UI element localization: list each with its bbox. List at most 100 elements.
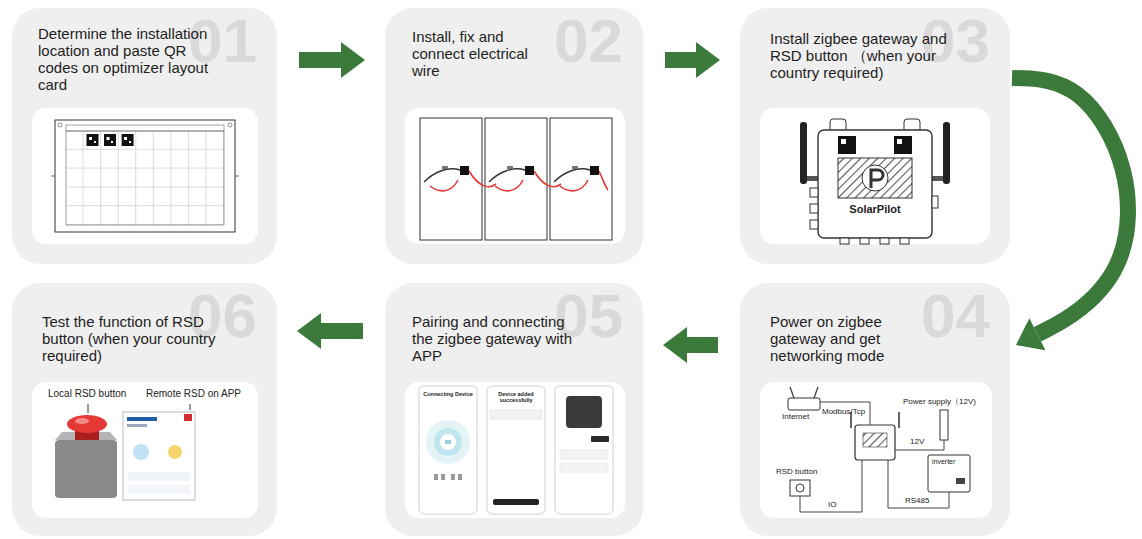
- solar-modules: [599, 171, 608, 190]
- zigbee-gateway: [840, 238, 849, 244]
- layout-card: [124, 137, 127, 140]
- rsd-test: [190, 404, 191, 410]
- solar-modules: [485, 118, 547, 240]
- app-screens: [445, 440, 451, 444]
- zigbee-gateway: [860, 238, 869, 244]
- zigbee-gateway: [838, 158, 912, 198]
- solar-modules: [424, 169, 460, 182]
- flow-arrow: [321, 323, 363, 339]
- layout-card: [89, 137, 92, 140]
- solar-modules: [460, 166, 599, 175]
- app-screens: [434, 474, 462, 480]
- zigbee-gateway: [932, 196, 938, 208]
- layout-card: [129, 141, 131, 143]
- network-diagram: [928, 455, 970, 492]
- rsd-test: [67, 415, 107, 433]
- layout-card: [122, 134, 134, 146]
- solar-modules: [420, 118, 612, 240]
- rsd-test: [168, 445, 182, 459]
- diagram-label: Connecting Device: [421, 391, 475, 397]
- rsd-test: [133, 444, 149, 460]
- app-screens: [566, 396, 602, 428]
- solar-modules: [469, 171, 496, 187]
- layout-card: [66, 131, 224, 225]
- rsd-test: [75, 418, 89, 424]
- solar-modules: [550, 118, 612, 240]
- layout-card: [55, 120, 235, 232]
- layout-card: [94, 141, 96, 143]
- network-diagram: [820, 402, 870, 425]
- app-screens: [490, 410, 542, 419]
- zigbee-gateway: [943, 122, 950, 184]
- solar-modules: [495, 180, 523, 191]
- app-screens: [419, 386, 613, 514]
- network-diagram: [855, 425, 895, 460]
- solar-modules: [534, 171, 561, 187]
- diagram-label: IO: [828, 500, 836, 509]
- solar-modules: [525, 166, 534, 175]
- zigbee-gateway: [871, 170, 883, 188]
- zigbee-gateway: [818, 130, 932, 238]
- zigbee-gateway: [810, 188, 938, 244]
- step-heading: Determine the installation location and …: [38, 25, 228, 93]
- solar-modules: [424, 169, 590, 182]
- layout-card: [107, 137, 110, 140]
- inner-card: [32, 382, 258, 518]
- rsd-test: [127, 417, 157, 421]
- diagram-label: Modbus/Tcp: [822, 407, 865, 416]
- inner-card: [405, 108, 625, 244]
- zigbee-gateway: [894, 136, 912, 154]
- solar-modules: [430, 171, 608, 191]
- app-screens: [560, 450, 608, 459]
- step-heading: Install, fix and connect electrical wire: [412, 28, 532, 79]
- app-screens: [487, 386, 545, 514]
- solar-modules: [430, 180, 458, 191]
- solar-modules: [590, 166, 599, 175]
- rsd-test: [128, 472, 190, 481]
- solar-modules: [442, 166, 448, 169]
- app-screens: [441, 474, 445, 480]
- diagram-label: RS485: [905, 496, 929, 505]
- rsd-test: [184, 414, 192, 421]
- app-screens: [591, 436, 609, 442]
- diagram-label: 12V: [910, 437, 924, 446]
- step-heading: Pairing and connecting the zigbee gatewa…: [412, 313, 582, 364]
- step-number: 04: [921, 285, 990, 347]
- layout-card: [111, 141, 113, 143]
- inner-card: [760, 382, 992, 518]
- step-heading: Test the function of RSD button (when yo…: [42, 313, 227, 364]
- diagram-label: inverter: [932, 458, 955, 466]
- inner-card: [405, 382, 625, 518]
- zigbee-gateway: [800, 119, 950, 244]
- zigbee-gateway: [807, 176, 818, 181]
- zigbee-gateway: [810, 220, 818, 229]
- network-diagram: [790, 480, 810, 496]
- solar-modules: [572, 166, 578, 169]
- network-diagram: [788, 398, 820, 410]
- zigbee-gateway: [880, 238, 889, 244]
- zigbee-gateway: [862, 165, 888, 191]
- zigbee-gateway: [810, 188, 818, 197]
- network-diagram: [814, 387, 818, 398]
- layout-card: [66, 125, 224, 131]
- diagram-label: Local RSD button: [48, 388, 126, 400]
- flow-arrow: [1012, 78, 1128, 334]
- app-screens: [419, 386, 613, 514]
- zigbee-gateway: [932, 176, 943, 181]
- app-screens: [426, 420, 470, 464]
- layout-card: [51, 120, 239, 232]
- layout-card: [104, 134, 116, 146]
- rsd-test: [128, 485, 190, 494]
- layout-card: [87, 134, 134, 146]
- flow-arrow: [299, 52, 341, 68]
- network-diagram: [800, 402, 949, 512]
- layout-card: [51, 176, 55, 177]
- solar-modules: [560, 180, 588, 191]
- diagram-label: Remote RSD on APP: [146, 388, 241, 400]
- diagram-label: Internet: [782, 412, 809, 421]
- zigbee-gateway: [810, 204, 818, 213]
- step-heading: Install zigbee gateway and RSD button （w…: [770, 30, 950, 81]
- app-screens: [440, 434, 456, 450]
